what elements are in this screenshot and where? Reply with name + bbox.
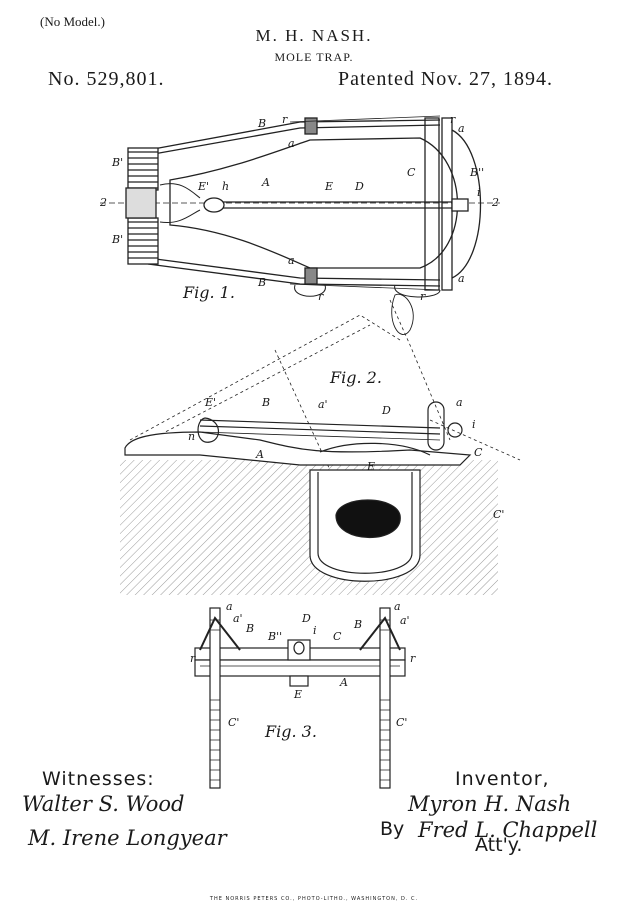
ref-a-fig1-bottom-right: a bbox=[458, 272, 465, 285]
ref-a-fig2: a bbox=[456, 396, 463, 409]
ref-B-fig1-bottom: B bbox=[258, 276, 267, 289]
figure-2-drawing bbox=[120, 293, 521, 595]
attorney-label: Att'y. bbox=[475, 834, 523, 856]
ref-B-fig2: B bbox=[262, 396, 271, 409]
ref-D-fig3: D bbox=[302, 612, 311, 625]
ref-r-fig3-left: r bbox=[190, 652, 196, 665]
ref-B-fig3-left: B bbox=[246, 622, 255, 635]
ref-r-fig1-bottom: r bbox=[318, 290, 324, 303]
mole-shape bbox=[335, 499, 401, 539]
ref-i-fig3: i bbox=[313, 624, 317, 637]
witness-signature-2: M. Irene Longyear bbox=[28, 826, 227, 850]
ref-i-fig1: i bbox=[477, 186, 481, 199]
ref-a-fig3-right: a bbox=[394, 600, 401, 613]
ref-D-fig1: D bbox=[355, 180, 364, 193]
ref-B-double-fig3: B'' bbox=[268, 630, 283, 643]
ref-a-fig3-left: a bbox=[226, 600, 233, 613]
ref-r-fig1-right: r bbox=[450, 113, 456, 126]
spring-coil-top bbox=[127, 147, 159, 191]
ref-E-prime-fig2: E' bbox=[205, 396, 217, 409]
model-note: (No Model.) bbox=[40, 14, 105, 29]
ref-B-fig1-top: B bbox=[258, 117, 267, 130]
ref-A-fig3: A bbox=[340, 676, 348, 689]
patent-date: Patented Nov. 27, 1894. bbox=[338, 68, 554, 90]
ref-C-fig3: C bbox=[333, 630, 342, 643]
ref-D-fig2: D bbox=[382, 404, 391, 417]
ref-a-fig1-right: a bbox=[458, 122, 465, 135]
ref-a-fig1-top: a bbox=[288, 137, 295, 150]
spring-coil-bottom bbox=[127, 217, 159, 265]
ref-a-prime-fig3-left: a' bbox=[233, 612, 243, 625]
fig-1-label: Fig. 1. bbox=[183, 283, 235, 302]
ref-r-fig1-bottom-right: r bbox=[420, 290, 426, 303]
ref-r-fig1-top: r bbox=[282, 113, 288, 126]
fig-2-label: Fig. 2. bbox=[330, 368, 382, 387]
ref-n-fig2: n bbox=[188, 430, 196, 443]
figure-3-drawing bbox=[194, 607, 406, 789]
fig-3-label: Fig. 3. bbox=[265, 722, 317, 741]
ref-B-double-fig1: B'' bbox=[470, 166, 485, 179]
ref-C-prime-fig2: C' bbox=[493, 508, 505, 521]
ref-A-fig1: A bbox=[262, 176, 270, 189]
ref-a-prime-fig2: a' bbox=[318, 398, 328, 411]
witnesses-label: Witnesses: bbox=[42, 768, 155, 790]
ref-2-right: 2 bbox=[492, 196, 499, 209]
patent-title: MOLE TRAP. bbox=[274, 50, 354, 64]
ref-E-fig2: E bbox=[367, 460, 376, 473]
ref-C-fig1: C bbox=[407, 166, 416, 179]
ref-r-fig3-right: r bbox=[410, 652, 416, 665]
ref-C-prime-fig3-left: C' bbox=[228, 716, 240, 729]
ref-B-fig3-right: B bbox=[354, 618, 363, 631]
lithographer-footer: THE NORRIS PETERS CO., PHOTO-LITHO., WAS… bbox=[209, 896, 419, 902]
ref-a-prime-fig3-right: a' bbox=[400, 614, 410, 627]
inventor-label: Inventor, bbox=[455, 768, 550, 790]
ref-i-fig2: i bbox=[472, 418, 476, 431]
inventor-signature: Myron H. Nash bbox=[408, 792, 572, 816]
by-label: By bbox=[380, 818, 405, 840]
figure-1-drawing bbox=[100, 115, 500, 298]
ref-A-fig2: A bbox=[256, 448, 264, 461]
ref-E-fig3: E bbox=[294, 688, 303, 701]
ref-C-fig2: C bbox=[474, 446, 483, 459]
ref-E-prime-fig1: E' bbox=[198, 180, 210, 193]
ref-2-left: 2 bbox=[100, 196, 107, 209]
attorney-signature: Fred L. Chappell bbox=[418, 818, 598, 842]
ref-B-prime-top: B' bbox=[112, 156, 124, 169]
ref-E-fig1: E bbox=[325, 180, 334, 193]
inventor-name: M. H. NASH. bbox=[255, 26, 373, 45]
ref-B-prime-bottom: B' bbox=[112, 233, 124, 246]
witness-signature-1: Walter S. Wood bbox=[22, 792, 185, 816]
ref-a-fig1-bottom: a bbox=[288, 254, 295, 267]
ref-h-fig1: h bbox=[222, 180, 230, 193]
patent-number: No. 529,801. bbox=[48, 68, 165, 90]
ref-C-prime-fig3-right: C' bbox=[396, 716, 408, 729]
